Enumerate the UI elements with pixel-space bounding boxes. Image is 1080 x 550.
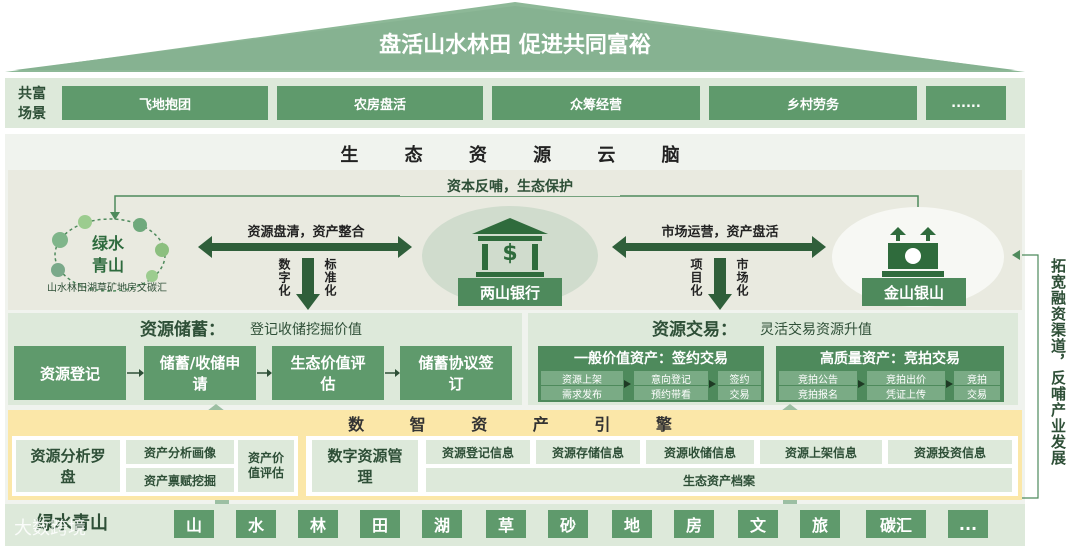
storage-step-1: 资源登记 <box>14 346 126 400</box>
foundation-item-4: 田 <box>360 510 400 538</box>
foundation-item-8: 地 <box>612 510 652 538</box>
engine-info-3: 资源收储信息 <box>646 440 754 464</box>
storage-step-2: 储蓄/收储申请 <box>144 346 256 400</box>
left-double-arrow <box>198 236 412 258</box>
engine-lopan: 资源分析罗盘 <box>16 440 120 492</box>
trade-quality-cell-6: 交易 <box>954 386 1000 401</box>
right-down-arrow <box>708 258 732 310</box>
trade-subtitle: 灵活交易资源升值 <box>760 322 872 338</box>
engine-portrait: 资产分析画像 <box>126 440 234 464</box>
trade-quality-cell-1: 竞拍公告 <box>779 371 857 386</box>
left-arrow-label: 资源盘清，资产整合 <box>247 224 365 240</box>
right-double-arrow <box>612 236 826 258</box>
foundation-item-6: 草 <box>486 510 526 538</box>
dollar-icon: $ <box>502 240 518 266</box>
trade-general-cell-3: 意向登记 <box>634 371 708 386</box>
gold-label: 金山银山 <box>862 278 966 306</box>
engine-info-5: 资源投资信息 <box>888 440 1012 464</box>
storage-subtitle: 登记收储挖掘价值 <box>250 322 362 338</box>
trade-general-cell-4: 预约带看 <box>634 386 708 401</box>
storage-title: 资源储蓄： <box>140 320 225 340</box>
left-circle-arc-text: 山水林田湖草矿地房文碳汇 <box>47 282 167 294</box>
foundation-item-1: 山 <box>174 510 214 538</box>
roof <box>5 2 1025 72</box>
left-down-label-1: 数字化 <box>277 258 291 297</box>
storage-step-4: 储蓄协议签订 <box>400 346 512 400</box>
engine-mgmt: 数字资源管理 <box>312 440 418 492</box>
trade-quality-cell-4: 凭证上传 <box>867 386 945 401</box>
trade-general-title: 一般价值资产：签约交易 <box>574 351 728 367</box>
trade-quality-cell-5: 竞拍 <box>954 371 1000 386</box>
trade-general-cell-6: 交易 <box>718 386 761 401</box>
engine-mining: 资产禀赋挖掘 <box>126 468 234 492</box>
engine-info-4: 资源上架信息 <box>760 440 882 464</box>
engine-info-2: 资源存储信息 <box>536 440 640 464</box>
trade-quality-cell-2: 竞拍报名 <box>779 386 857 401</box>
cloud-brain-title: 生 态 资 源 云 脑 <box>340 145 680 166</box>
engine-eval: 资产价值评估 <box>238 440 294 492</box>
left-circle-title-1: 绿水 <box>91 234 124 253</box>
trade-quality-title: 高质量资产：竞拍交易 <box>820 351 960 367</box>
right-down-label-2: 市场化 <box>735 258 749 297</box>
scene-item-5: ...... <box>926 86 1006 120</box>
foundation-item-7: 砂 <box>548 510 588 538</box>
foundation-item-13: ... <box>948 510 988 538</box>
foundation-title: 绿水青山 <box>36 513 108 534</box>
foundation-item-2: 水 <box>236 510 276 538</box>
left-circle <box>51 215 169 292</box>
engine-info-1: 资源登记信息 <box>426 440 530 464</box>
engine-title: 数 智 资 产 引 擎 <box>348 415 672 434</box>
side-text: 拓宽融资渠道，反哺产业发展 <box>1049 258 1067 466</box>
feedback-label: 资本反哺，生态保护 <box>400 176 620 196</box>
scene-item-4: 乡村劳务 <box>709 86 917 120</box>
right-down-label-1: 项目化 <box>689 258 703 297</box>
trade-title: 资源交易： <box>652 320 737 340</box>
roof-title: 盘活山水林田 促进共同富裕 <box>379 33 651 58</box>
watermark: 大数跨境 <box>14 518 86 539</box>
foundation-item-5: 湖 <box>422 510 462 538</box>
trade-quality-cell-3: 竞拍出价 <box>867 371 945 386</box>
left-circle-title-2: 青山 <box>91 256 124 275</box>
trade-general-cell-1: 资源上架 <box>541 371 623 386</box>
left-down-label-2: 标准化 <box>323 258 337 297</box>
trade-general-cell-5: 签约 <box>718 371 761 386</box>
scene-label-1: 共富 <box>18 86 46 102</box>
foundation-item-11: 旅 <box>800 510 840 538</box>
scene-label-2: 场景 <box>18 106 46 122</box>
storage-step-3: 生态价值评估 <box>272 346 384 400</box>
engine-archive: 生态资产档案 <box>426 468 1012 492</box>
foundation-item-10: 文 <box>738 510 778 538</box>
foundation-item-12: 碳汇 <box>866 510 926 538</box>
scene-item-3: 众筹经营 <box>492 86 700 120</box>
bank-label: 两山银行 <box>458 278 562 306</box>
foundation-item-3: 林 <box>298 510 338 538</box>
trade-general-cell-2: 需求发布 <box>541 386 623 401</box>
scene-item-2: 农房盘活 <box>277 86 483 120</box>
foundation-item-9: 房 <box>674 510 714 538</box>
right-arrow-label: 市场运营，资产盘活 <box>661 224 779 240</box>
left-down-arrow <box>296 258 320 310</box>
scene-item-1: 飞地抱团 <box>62 86 268 120</box>
